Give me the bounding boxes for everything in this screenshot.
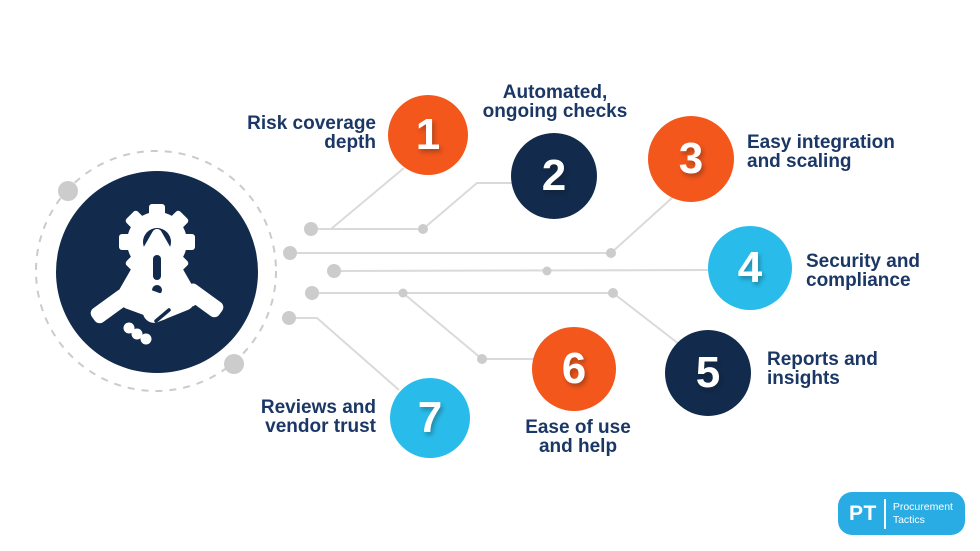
label-line: Reports and [767,349,878,370]
connector-step7 [289,317,400,391]
step-number-3: 3 [678,134,704,183]
label-line: and help [538,436,618,457]
label-line: Easy integration [747,132,895,153]
connector-step1 [330,167,405,230]
logo-name-line: Procurement [892,501,953,513]
connector-step6 [402,292,535,360]
step-number-5: 5 [695,348,721,397]
step-circle-6: 6 [532,327,616,411]
label-line: depth [324,132,376,153]
brand-logo: PT Procurement Tactics [838,492,965,535]
handshake-icon [90,283,224,345]
step-circle-3: 3 [648,116,734,202]
step-number-4: 4 [737,243,763,292]
logo-name-line: Tactics [892,513,925,526]
step-number-7: 7 [417,393,443,442]
step-number-2: 2 [541,151,567,200]
logo-initials: PT [849,501,877,525]
label-line: and scaling [747,151,852,172]
label-line: Reviews and [260,397,376,418]
connector-step5 [312,292,680,345]
label-line: vendor trust [265,416,376,437]
step-circle-5: 5 [665,330,751,416]
connector-step4 [333,269,709,272]
risk-handshake-icon [90,204,224,345]
label-line: insights [767,368,840,389]
step-label-7: Reviews and vendor trust [176,398,376,436]
step-number-1: 1 [415,110,441,159]
label-line: Security and [806,251,921,272]
step-number-6: 6 [561,344,587,393]
label-line: ongoing checks [482,101,628,122]
connector-dots [58,181,618,374]
step-circle-7: 7 [390,378,470,458]
step-label-1: Risk coverage depth [180,114,376,152]
step-circle-4: 4 [708,226,792,310]
connector-step3 [290,196,674,254]
step-label-2: Automated, ongoing checks [455,83,655,121]
hub-circle [56,171,258,373]
logo-divider [883,498,886,529]
step-label-4: Security and compliance [806,252,976,290]
label-line: Risk coverage [247,113,376,134]
label-line: Ease of use [525,417,631,438]
step-circle-1: 1 [388,95,468,175]
connector-step2 [311,182,513,230]
step-label-6: Ease of use and help [478,418,678,456]
step-label-5: Reports and insights [767,350,937,388]
dashed-ring [35,150,277,392]
label-line: compliance [806,270,911,291]
step-label-3: Easy integration and scaling [747,133,962,171]
logo-name: Procurement Tactics [893,501,953,526]
step-circle-2: 2 [511,133,597,219]
label-line: Automated, [502,82,608,103]
